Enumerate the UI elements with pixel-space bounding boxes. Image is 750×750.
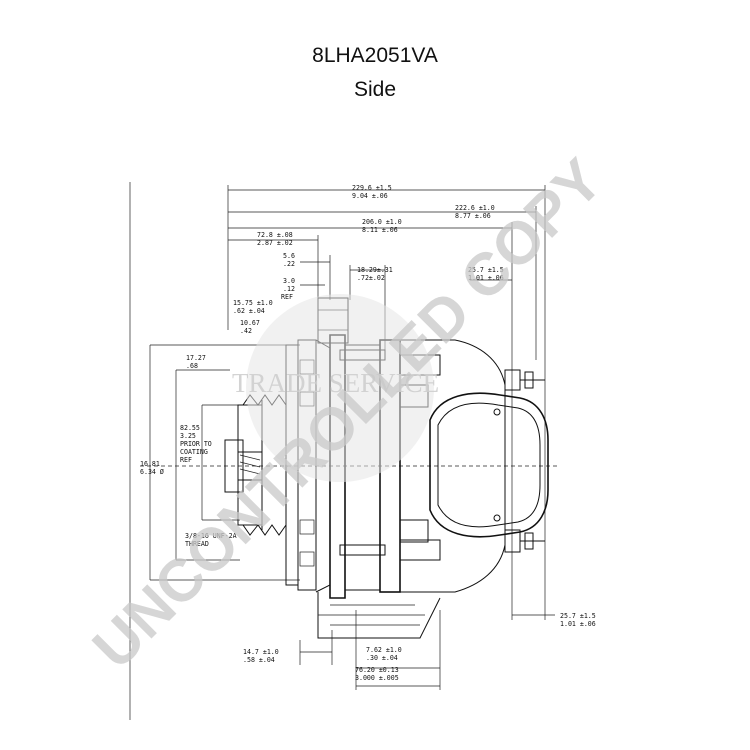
svg-text:229.6 ±1.5: 229.6 ±1.5 xyxy=(352,184,392,192)
svg-text:2.87 ±.02: 2.87 ±.02 xyxy=(257,239,293,247)
dim-25-7-bottom: 25.7 ±1.5 1.01 ±.06 xyxy=(560,612,596,628)
dim-82-55: 82.55 3.25 PRIOR TO COATING REF xyxy=(180,424,212,464)
watermark-center: TRADE SERVICE xyxy=(232,294,439,482)
svg-text:.72±.02: .72±.02 xyxy=(357,274,385,282)
svg-text:REF: REF xyxy=(180,456,192,464)
svg-text:5.6: 5.6 xyxy=(283,252,295,260)
dim-222-6: 222.6 ±1.0 8.77 ±.06 xyxy=(455,204,495,220)
svg-text:THREAD: THREAD xyxy=(185,540,209,548)
svg-text:25.7 ±1.5: 25.7 ±1.5 xyxy=(560,612,596,620)
svg-text:1.01 ±.06: 1.01 ±.06 xyxy=(468,274,504,282)
svg-text:3.000 ±.005: 3.000 ±.005 xyxy=(355,674,399,682)
drawing-title: 8LHA2051VA xyxy=(312,44,438,67)
svg-text:COATING: COATING xyxy=(180,448,208,456)
dim-25-7-top: 25.7 ±1.5 1.01 ±.06 xyxy=(468,266,504,282)
svg-text:222.6 ±1.0: 222.6 ±1.0 xyxy=(455,204,495,212)
svg-text:.42: .42 xyxy=(240,327,252,335)
svg-text:10.67: 10.67 xyxy=(240,319,260,327)
svg-text:.22: .22 xyxy=(283,260,295,268)
svg-text:REF: REF xyxy=(281,293,293,301)
svg-text:25.7 ±1.5: 25.7 ±1.5 xyxy=(468,266,504,274)
dim-17-27: 17.27 .68 xyxy=(186,354,206,370)
svg-text:6.34 Ø: 6.34 Ø xyxy=(140,468,164,476)
thread-callout: 3/8-16 UNF-2A THREAD xyxy=(185,532,237,548)
svg-text:76.20 ±0.13: 76.20 ±0.13 xyxy=(355,666,399,674)
svg-text:3.0: 3.0 xyxy=(283,277,295,285)
svg-text:.62 ±.04: .62 ±.04 xyxy=(233,307,265,315)
dim-3-0: 3.0 .12 REF xyxy=(281,277,295,301)
svg-text:.58 ±.04: .58 ±.04 xyxy=(243,656,275,664)
svg-text:3/8-16 UNF-2A: 3/8-16 UNF-2A xyxy=(185,532,237,540)
svg-text:14.7 ±1.0: 14.7 ±1.0 xyxy=(243,648,279,656)
dim-14-7: 14.7 ±1.0 .58 ±.04 xyxy=(243,648,279,664)
dim-76-20: 76.20 ±0.13 3.000 ±.005 xyxy=(355,666,399,682)
view-label: Side xyxy=(353,78,397,101)
svg-text:9.04 ±.06: 9.04 ±.06 xyxy=(352,192,388,200)
svg-text:72.8 ±.08: 72.8 ±.08 xyxy=(257,231,293,239)
dim-16-81: 16.81 6.34 Ø xyxy=(140,460,164,476)
svg-text:206.0 ±1.0: 206.0 ±1.0 xyxy=(362,218,402,226)
svg-text:8.77 ±.06: 8.77 ±.06 xyxy=(455,212,491,220)
svg-text:82.55: 82.55 xyxy=(180,424,200,432)
svg-text:3.25: 3.25 xyxy=(180,432,196,440)
dim-7-62: 7.62 ±1.0 .30 ±.04 xyxy=(366,646,402,662)
svg-text:.68: .68 xyxy=(186,362,198,370)
watermark-uncontrolled-copy: UNCONTROLLED COPY xyxy=(80,146,615,681)
svg-text:17.27: 17.27 xyxy=(186,354,206,362)
svg-text:1.01 ±.06: 1.01 ±.06 xyxy=(560,620,596,628)
terminal-top xyxy=(504,369,521,391)
dim-5-6: 5.6 .22 xyxy=(283,252,295,268)
dim-10-67: 10.67 .42 xyxy=(240,319,260,335)
dim-18-29: 18.29±.31 .72±.02 xyxy=(357,266,393,282)
dim-229-6: 229.6 ±1.5 9.04 ±.06 xyxy=(352,184,392,200)
svg-text:7.62 ±1.0: 7.62 ±1.0 xyxy=(366,646,402,654)
dim-15-75: 15.75 ±1.0 .62 ±.04 xyxy=(233,299,273,315)
top-dimensions xyxy=(227,185,546,620)
dim-72-8: 72.8 ±.08 2.87 ±.02 xyxy=(257,231,293,247)
svg-text:8.11 ±.06: 8.11 ±.06 xyxy=(362,226,398,234)
svg-text:15.75 ±1.0: 15.75 ±1.0 xyxy=(233,299,273,307)
svg-text:TRADE SERVICE: TRADE SERVICE xyxy=(232,368,439,398)
svg-text:18.29±.31: 18.29±.31 xyxy=(357,266,393,274)
dim-206-0: 206.0 ±1.0 8.11 ±.06 xyxy=(362,218,402,234)
shaft-thread xyxy=(237,451,263,481)
end-cover xyxy=(429,392,549,538)
svg-text:.30 ±.04: .30 ±.04 xyxy=(366,654,398,662)
svg-text:PRIOR TO: PRIOR TO xyxy=(180,440,212,448)
svg-text:.12: .12 xyxy=(283,285,295,293)
